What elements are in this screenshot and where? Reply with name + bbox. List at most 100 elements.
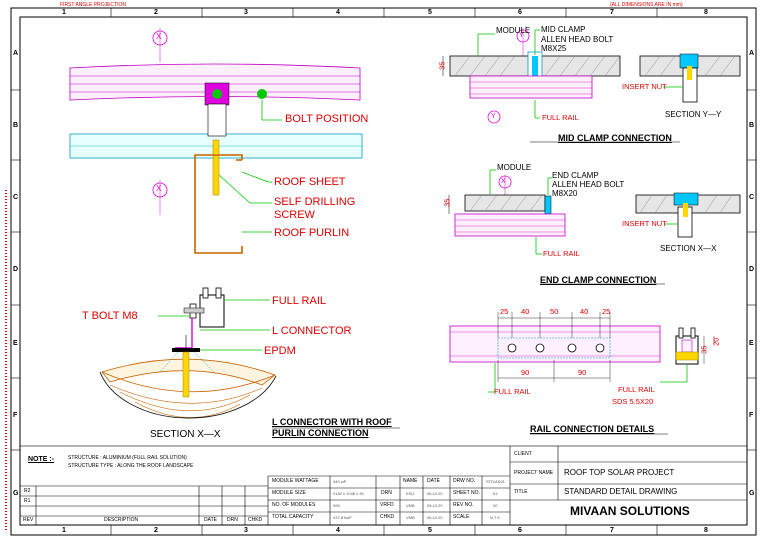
l-connector-caption-2: PURLIN CONNECTION <box>272 428 369 438</box>
grid-col-6: 6 <box>518 9 522 16</box>
notes-line-1: STRUCTURE : ALUMINIUM (FULL RAIL SOLUTIO… <box>68 455 187 461</box>
section-x-label: SECTION X—X <box>150 429 221 440</box>
l-connector-label: L CONNECTOR <box>272 325 352 337</box>
approval-date-chkd: 06.10.20 <box>427 515 443 520</box>
rail-full-rail-left: FULL RAIL <box>494 387 531 396</box>
grid-row-g: G <box>13 490 19 497</box>
self-drilling-screw-label-2: SCREW <box>274 209 315 221</box>
left-bottom-view <box>99 287 400 429</box>
grid-row-f-right: F <box>749 412 754 419</box>
left-top-view <box>69 28 363 254</box>
approval-name-chkd: VMB <box>406 515 415 520</box>
projection-note: FIRST ANGLE PROJECTION <box>60 2 127 8</box>
grid-col-4: 4 <box>336 9 340 16</box>
grid-row-a: A <box>13 50 19 57</box>
client-label: CLIENT <box>514 451 532 457</box>
mid-clamp-label: MID CLAMP <box>541 25 586 34</box>
end-module-label: MODULE <box>497 163 532 172</box>
roof-sheet-label: ROOF SHEET <box>274 176 346 188</box>
title-label: TITLE <box>514 489 528 495</box>
end-full-rail-label: FULL RAIL <box>543 249 580 258</box>
outer-border <box>10 7 757 536</box>
scale-value: N.T.S <box>490 515 500 520</box>
symbol-x-top: X <box>156 32 162 41</box>
full-rail-label-left: FULL RAIL <box>272 295 327 307</box>
end-bolt-size-label: M8X20 <box>552 189 578 198</box>
grid-col-5: 5 <box>428 9 432 16</box>
title-block <box>19 445 748 526</box>
grid-row-f: F <box>13 412 18 419</box>
approvals-name-header: NAME <box>403 478 418 484</box>
grid-row-g-right: G <box>749 490 755 497</box>
grid-col-7: 7 <box>610 9 614 16</box>
rev-no-label: REV NO. <box>453 502 474 508</box>
module-size-label: MODULE SIZE <box>272 490 306 496</box>
grid-col-2-bottom: 2 <box>154 527 158 534</box>
rail-full-rail-right: FULL RAIL <box>618 385 655 394</box>
date-header: DATE <box>204 517 217 523</box>
symbol-y-mid-clamp-bottom: Y <box>491 113 496 120</box>
grid-col-2: 2 <box>154 9 158 16</box>
approval-name-drn: ESU <box>406 491 415 496</box>
grid-ticks <box>11 8 756 535</box>
notes-line-2: STRUCTURE TYPE : ALONG THE ROOF LANDSCAP… <box>68 463 194 469</box>
symbol-x-end-clamp: X <box>501 178 506 185</box>
epdm-label: EPDM <box>264 345 296 357</box>
section-x-end-label: SECTION X—X <box>660 244 717 253</box>
chkd-header: CHKD <box>248 517 263 523</box>
project-name-label: PROJECT NAME <box>514 470 554 476</box>
mid-allen-bolt-label: ALLEN HEAD BOLT <box>541 35 614 44</box>
symbol-x-mid: X <box>156 184 162 193</box>
grid-col-3-bottom: 3 <box>244 527 248 534</box>
grid-col-1: 1 <box>62 9 66 16</box>
mid-module-label: MODULE <box>496 26 531 35</box>
grid-col-6-bottom: 6 <box>518 527 522 534</box>
grid-col-8: 8 <box>704 9 708 16</box>
rail-dim-90-b: 90 <box>578 368 587 377</box>
l-connector-caption-1: L CONNECTOR WITH ROOF <box>272 417 392 427</box>
approval-date-drn: 06.10.20 <box>427 491 443 496</box>
sheet-no-label: SHEET NO. <box>453 490 480 496</box>
rev-row-r2: R2 <box>24 488 31 494</box>
rail-connection-view <box>449 312 715 435</box>
grid-col-5-bottom: 5 <box>428 527 432 534</box>
rev-row-r1: R1 <box>24 498 31 504</box>
approvals-date-header: DATE <box>427 478 440 484</box>
rev-header: REV <box>23 517 34 523</box>
grid-col-1-bottom: 1 <box>62 527 66 534</box>
project-name-value: ROOF TOP SOLAR PROJECT <box>564 468 675 477</box>
rev-no-value: 00 <box>493 503 498 508</box>
total-capacity-label: TOTAL CAPACITY <box>272 514 314 520</box>
grid-col-4-bottom: 4 <box>336 527 340 534</box>
grid-col-7-bottom: 7 <box>610 527 614 534</box>
end-dim-35: 35 <box>442 198 452 207</box>
rail-dim-25-a: 25 <box>500 307 509 316</box>
mid-clamp-caption: MID CLAMP CONNECTION <box>558 133 672 143</box>
grid-col-3: 3 <box>244 9 248 16</box>
approval-role-drn: DRN <box>381 490 392 496</box>
bolt-position-label: BOLT POSITION <box>285 113 369 125</box>
mid-dim-35: 35 <box>437 61 447 70</box>
grid-row-e-right: E <box>749 340 754 347</box>
section-y-label: SECTION Y—Y <box>665 110 722 119</box>
total-capacity-value: 437.8 kwP <box>333 515 352 520</box>
module-size-value: 2182 x 1048 x 35 <box>333 491 364 496</box>
end-clamp-label: END CLAMP <box>552 171 599 180</box>
approval-name-vrfd: VMB <box>406 503 415 508</box>
drn-header: DRN <box>227 517 238 523</box>
scale-label: SCALE <box>453 514 470 520</box>
drw-no-value: STD/AS01 <box>486 479 505 484</box>
mid-clamp-view <box>442 28 741 143</box>
notes-title: NOTE :- <box>28 456 55 463</box>
rail-dim-50: 50 <box>550 307 559 316</box>
module-wattage-label: MODULE WATTAGE <box>272 478 319 484</box>
module-wattage-value: 440 wP <box>333 479 347 484</box>
grid-row-c-right: C <box>749 194 755 201</box>
approval-role-chkd: CHKD <box>380 514 395 520</box>
approval-role-vrfd: VRFD <box>380 502 394 508</box>
drw-no-label: DRW NO. <box>453 478 476 484</box>
approval-date-vrfd: 06.10.20 <box>427 503 443 508</box>
rail-dim-20: 20 <box>711 337 721 346</box>
t-bolt-label: T BOLT M8 <box>82 310 138 322</box>
desc-header: DESCRIPTION <box>104 517 139 523</box>
